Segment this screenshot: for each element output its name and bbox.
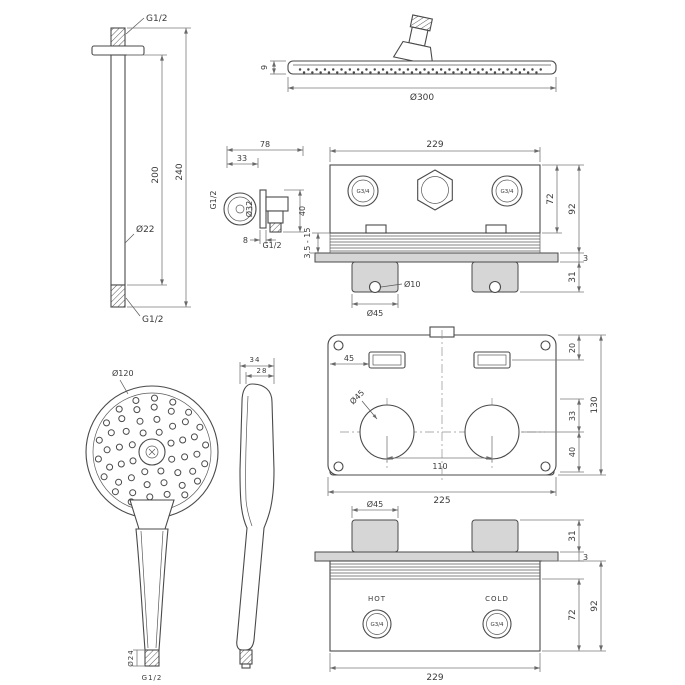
- arm-thread-top-label: G1/2: [146, 14, 167, 24]
- valve-plan-outlet-right: [473, 351, 511, 369]
- valve-front-depth-range-label: 3.5 - 15: [303, 228, 312, 259]
- arm-bottom-thread: [110, 284, 126, 308]
- valve-front-port-left-label: G3/4: [356, 189, 370, 195]
- valve-bottom-body: [329, 560, 541, 652]
- hand-shower-thread-label: G1/2: [142, 674, 163, 682]
- outlet-thread-side-label: G1/2: [209, 190, 218, 209]
- valve-front-hole-dia-label: Ø10: [404, 279, 420, 289]
- hand-shower-side-thread: [239, 649, 253, 665]
- hand-shower-handle: [135, 528, 169, 651]
- valve-bottom-knob-right: [471, 519, 519, 553]
- valve-bottom-view: Ø45 HOT COLD G3/4 G3/4 31 3 92 72: [314, 499, 606, 683]
- hand-shower-head-dia-label: Ø120: [112, 368, 134, 378]
- valve-bottom-knob-h-label: 31: [568, 530, 578, 541]
- valve-plan-d-bot-label: 40: [568, 447, 577, 457]
- screw-bottom-right: [540, 461, 551, 472]
- valve-plan-outlet-left: [368, 351, 406, 369]
- valve-bottom-outer-h-label: 92: [590, 600, 600, 611]
- arm-pipe-dia-label: Ø22: [136, 224, 155, 235]
- arm-pipe: [110, 54, 126, 286]
- arm-length-outer-label: 240: [175, 163, 185, 180]
- hand-shower-side-view: 34 28: [236, 356, 275, 669]
- valve-front-port-right-label: G3/4: [500, 189, 514, 195]
- outlet-flange-front: [223, 192, 257, 226]
- valve-plan-width-label: 225: [433, 496, 450, 506]
- head-connector: [392, 14, 434, 66]
- arm-length-inner-label: 200: [151, 166, 161, 183]
- valve-bottom-body-h-label: 72: [568, 609, 578, 620]
- screw-top-left: [333, 340, 344, 351]
- arm-top-thread: [110, 27, 126, 47]
- valve-bottom-ribs: [330, 563, 540, 580]
- valve-front-plate: [314, 252, 559, 263]
- screw-top-right: [540, 340, 551, 351]
- valve-bottom-knob-dia-label: Ø45: [367, 499, 383, 509]
- valve-plan-outlet-offset-label: 45: [344, 354, 354, 363]
- valve-bottom-cold-label: COLD: [485, 595, 509, 603]
- valve-front-knob-h-label: 31: [568, 271, 578, 282]
- hand-shower-side-profile: [236, 383, 275, 651]
- outlet-width-label: 78: [260, 140, 270, 149]
- valve-front-width-label: 229: [426, 140, 443, 150]
- hand-shower-side-w1-label: 34: [250, 356, 261, 364]
- valve-plan-view: 45 Ø45 110 225 20 33 40 130: [327, 326, 606, 506]
- valve-plan-d-top-label: 20: [568, 343, 577, 353]
- valve-front-port-left: [347, 175, 379, 207]
- valve-plan-height-label: 130: [590, 396, 600, 413]
- hand-shower-mode-button: [129, 499, 175, 530]
- head-thickness-label: 9: [260, 65, 269, 70]
- valve-bottom-port-left: [362, 609, 392, 639]
- valve-front-plate-t-label: 3: [583, 254, 588, 263]
- ceiling-shower-arm-view: G1/2 G1/2 200 240 Ø22: [91, 14, 191, 325]
- valve-bottom-plate-t-label: 3: [583, 553, 588, 562]
- hand-shower-thread: [144, 649, 160, 667]
- valve-bottom-hot-label: HOT: [368, 595, 386, 603]
- hand-shower-nozzles: [94, 394, 210, 510]
- valve-bottom-plate: [314, 551, 559, 562]
- arm-ceiling-flange: [91, 45, 145, 56]
- valve-front-knob-dia-label: Ø45: [367, 308, 383, 318]
- rain-shower-head-view: 9 Ø300: [260, 14, 557, 103]
- valve-bottom-port-right: [482, 609, 512, 639]
- outlet-plate-depth-label: 8: [243, 236, 248, 245]
- valve-front-hole-right: [488, 280, 502, 294]
- head-slab: [287, 60, 557, 75]
- arm-thread-bottom-label: G1/2: [142, 315, 163, 325]
- valve-front-port-right: [491, 175, 523, 207]
- valve-front-hole-left: [368, 280, 382, 294]
- valve-front-outer-h-label: 92: [568, 203, 578, 214]
- outlet-height-label: 40: [298, 206, 307, 216]
- outlet-elbow-down: [267, 210, 284, 224]
- hand-shower-side-w2-label: 28: [257, 367, 268, 375]
- valve-plan-d-mid-label: 33: [568, 411, 577, 421]
- hand-shower-front-view: Ø120 Ø24 G1/2: [85, 368, 219, 682]
- outlet-flange-dia-label: Ø32: [244, 201, 254, 217]
- valve-bottom-port-right-label: G3/4: [490, 622, 504, 628]
- outlet-thread-out-label: G1/2: [262, 241, 281, 250]
- screw-bottom-left: [333, 461, 344, 472]
- valve-bottom-port-left-label: G3/4: [370, 622, 384, 628]
- valve-front-view: G3/4 G3/4 229 3.5 - 15 72 9: [303, 140, 588, 318]
- hand-shower-grip-dia-label: Ø24: [127, 649, 135, 666]
- valve-bottom-width-label: 229: [426, 673, 443, 683]
- outlet-thread: [269, 222, 282, 233]
- head-dia-label: Ø300: [410, 92, 435, 103]
- valve-bottom-knob-left: [351, 519, 399, 553]
- outlet-body: [265, 196, 289, 212]
- outlet-offset-label: 33: [237, 154, 247, 163]
- valve-plan-spacing-label: 110: [432, 462, 447, 471]
- valve-front-ribs: [329, 233, 541, 253]
- wall-outlet-elbow-view: 78 33 G1/2 Ø32 40 8 G1/2: [209, 140, 307, 250]
- outlet-wall-plate: [259, 189, 267, 229]
- valve-front-body-h-label: 72: [546, 193, 556, 204]
